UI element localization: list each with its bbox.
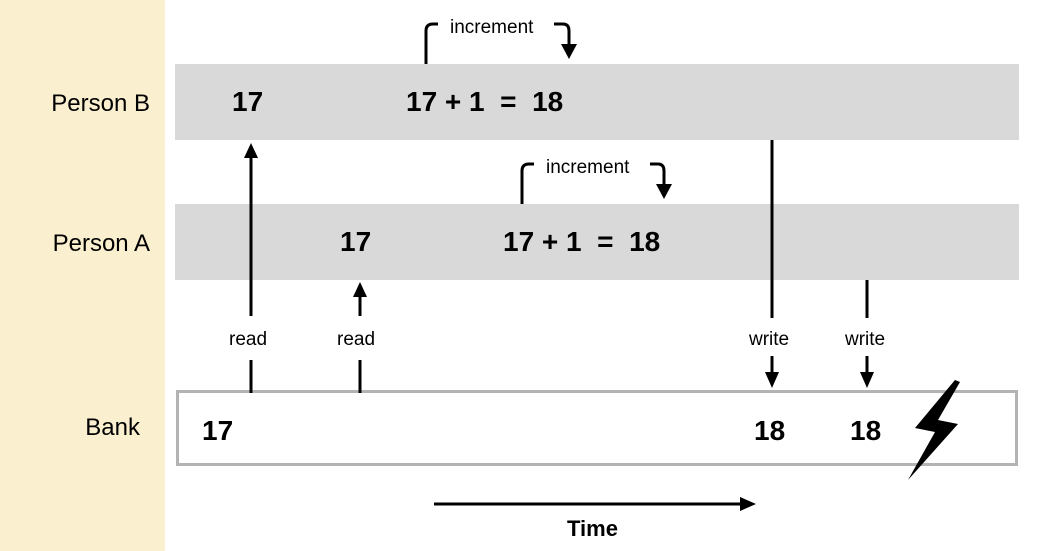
person-b-increment-bracket [424, 22, 577, 64]
time-axis-label: Time [567, 516, 618, 541]
bank-lane [176, 390, 1018, 466]
write-label-b: write [749, 329, 790, 350]
read-label-b: read [229, 329, 268, 350]
time-arrow [434, 497, 756, 511]
person-a-expression: 17 + 1 = 18 [503, 226, 661, 257]
lightning-bolt-icon [908, 380, 960, 480]
read-arrow-a [353, 282, 367, 393]
person-b-increment-label: increment [450, 17, 534, 38]
write-label-a: write [845, 329, 886, 350]
person-a-lane [175, 204, 1019, 280]
person-b-lane [175, 64, 1019, 140]
lane-label-panel [0, 0, 165, 551]
person-b-expression: 17 + 1 = 18 [406, 86, 564, 117]
lane-label-bank: Bank [85, 414, 140, 441]
write-arrow-b [765, 140, 779, 388]
lane-label-person-b: Person B [51, 90, 150, 117]
bank-initial-value: 17 [202, 415, 234, 446]
person-b-read-value: 17 [232, 86, 264, 117]
read-label-a: read [337, 329, 376, 350]
person-a-read-value: 17 [340, 226, 372, 257]
write-arrow-a [860, 280, 874, 388]
person-a-increment-bracket [520, 162, 672, 204]
person-a-increment-label: increment [546, 157, 630, 178]
bank-write-value-a: 18 [850, 415, 882, 446]
read-arrow-b [244, 143, 258, 393]
bank-write-value-b: 18 [754, 415, 786, 446]
lane-label-person-a: Person A [52, 230, 150, 257]
